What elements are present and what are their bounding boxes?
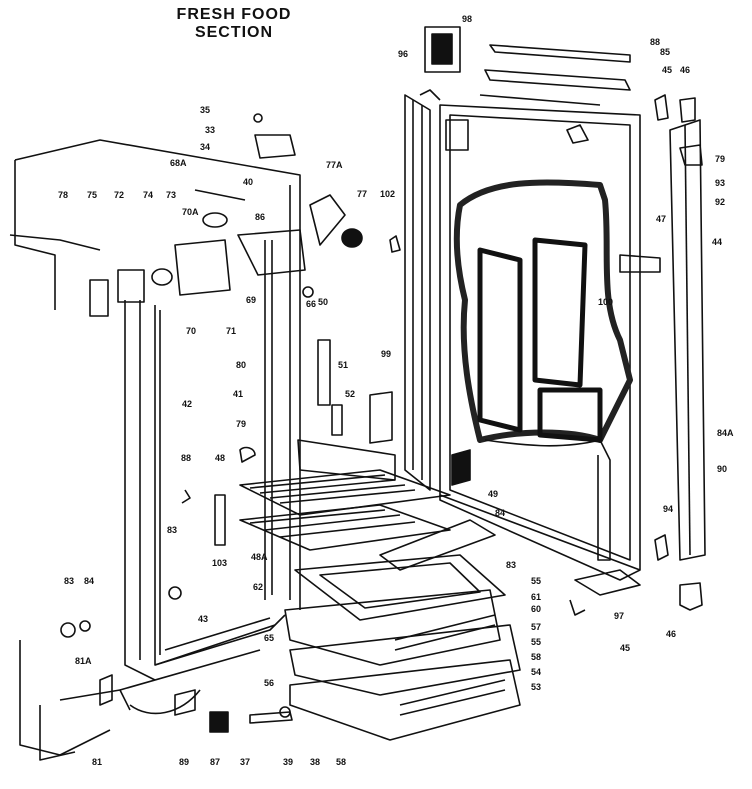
part-label-83: 83 [167, 525, 177, 535]
part-label-58: 58 [336, 757, 346, 767]
part-label-50: 50 [318, 297, 328, 307]
door-side-rail [669, 119, 706, 561]
part-label-83: 83 [506, 560, 516, 570]
part-label-88: 88 [650, 37, 660, 47]
part-label-47: 47 [656, 214, 666, 224]
part-label-89: 89 [179, 757, 189, 767]
center-mullion [404, 89, 441, 491]
part-label-33: 33 [205, 125, 215, 135]
part-label-97: 97 [614, 611, 624, 621]
door-liner-cutaway [453, 179, 633, 561]
part-label-69: 69 [246, 295, 256, 305]
title-line-2: SECTION [194, 24, 274, 41]
part-label-93: 93 [715, 178, 725, 188]
part-label-42: 42 [182, 399, 192, 409]
part-label-56: 56 [264, 678, 274, 688]
part-label-39: 39 [283, 757, 293, 767]
shelves [239, 439, 496, 571]
part-label-87: 87 [210, 757, 220, 767]
part-label-37: 37 [240, 757, 250, 767]
part-label-81: 81 [92, 757, 102, 767]
part-label-98: 98 [462, 14, 472, 24]
door-panel [439, 104, 641, 581]
part-label-38: 38 [310, 757, 320, 767]
part-label-52: 52 [345, 389, 355, 399]
part-label-79: 79 [236, 419, 246, 429]
part-label-86: 86 [255, 212, 265, 222]
part-label-85: 85 [660, 47, 670, 57]
part-label-35: 35 [200, 105, 210, 115]
part-label-81a: 81A [75, 656, 92, 666]
small-hardware [60, 94, 703, 733]
part-label-62: 62 [253, 582, 263, 592]
part-label-43: 43 [198, 614, 208, 624]
part-label-80: 80 [236, 360, 246, 370]
part-label-83: 83 [64, 576, 74, 586]
part-label-45: 45 [620, 643, 630, 653]
part-label-88: 88 [181, 453, 191, 463]
top-trim [424, 26, 631, 106]
part-label-96: 96 [398, 49, 408, 59]
part-label-71: 71 [226, 326, 236, 336]
part-label-34: 34 [200, 142, 210, 152]
part-label-100: 100 [598, 297, 613, 307]
title-line-1: FRESH FOOD [176, 6, 292, 23]
part-label-48: 48 [215, 453, 225, 463]
part-label-84a: 84A [717, 428, 734, 438]
part-label-84: 84 [495, 508, 505, 518]
part-label-103: 103 [212, 558, 227, 568]
part-label-41: 41 [233, 389, 243, 399]
part-label-60: 60 [531, 604, 541, 614]
part-label-92: 92 [715, 197, 725, 207]
crisper-drawers [284, 554, 521, 741]
part-label-44: 44 [712, 237, 722, 247]
diagram-title: FRESH FOOD SECTION [124, 6, 344, 42]
part-label-45: 45 [662, 65, 672, 75]
part-label-68a: 68A [170, 158, 187, 168]
part-label-57: 57 [531, 622, 541, 632]
liner-rails [159, 240, 273, 655]
part-label-94: 94 [663, 504, 673, 514]
part-label-40: 40 [243, 177, 253, 187]
part-label-49: 49 [488, 489, 498, 499]
part-label-72: 72 [114, 190, 124, 200]
part-label-46: 46 [680, 65, 690, 75]
part-label-48a: 48A [251, 552, 268, 562]
part-label-75: 75 [87, 190, 97, 200]
part-label-58: 58 [531, 652, 541, 662]
part-label-55: 55 [531, 637, 541, 647]
part-label-74: 74 [143, 190, 153, 200]
part-label-79: 79 [715, 154, 725, 164]
part-label-77a: 77A [326, 160, 343, 170]
part-label-53: 53 [531, 682, 541, 692]
part-label-84: 84 [84, 576, 94, 586]
part-label-46: 46 [666, 629, 676, 639]
part-label-54: 54 [531, 667, 541, 677]
control-housings [89, 113, 363, 317]
part-label-65: 65 [264, 633, 274, 643]
part-label-55: 55 [531, 576, 541, 586]
part-label-70: 70 [186, 326, 196, 336]
part-label-99: 99 [381, 349, 391, 359]
part-label-77: 77 [357, 189, 367, 199]
part-label-70a: 70A [182, 207, 199, 217]
part-label-51: 51 [338, 360, 348, 370]
part-label-73: 73 [166, 190, 176, 200]
part-label-61: 61 [531, 592, 541, 602]
cabinet-shell [9, 139, 301, 761]
part-label-78: 78 [58, 190, 68, 200]
part-label-102: 102 [380, 189, 395, 199]
part-label-90: 90 [717, 464, 727, 474]
part-label-66: 66 [306, 299, 316, 309]
